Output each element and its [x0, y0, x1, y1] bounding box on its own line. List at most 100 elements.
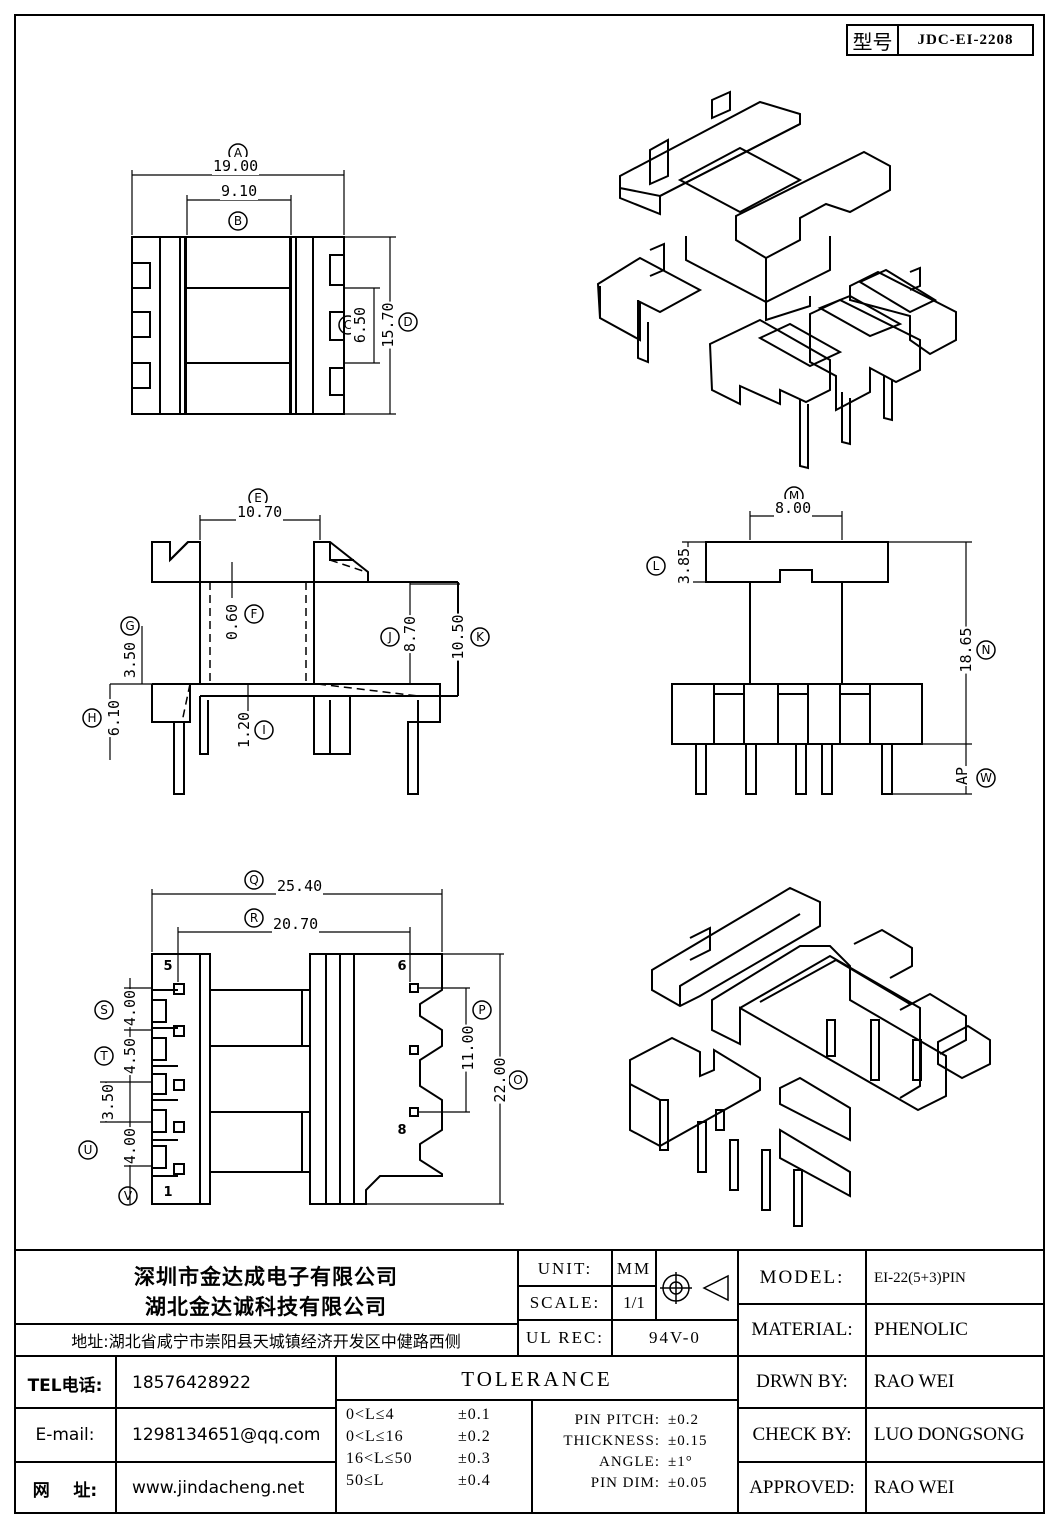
pin-number-5: 5 [163, 958, 173, 974]
unit-label: UNIT: [537, 1259, 593, 1278]
top-view [131, 236, 345, 415]
tolerance-range: 50≤L [346, 1472, 385, 1489]
dim-letter-group [78, 143, 996, 1206]
front-view [151, 541, 459, 795]
dim-value-g: 3.50 [121, 640, 139, 680]
dim-value-v: 4.00 [121, 1126, 139, 1166]
company-name-2: 湖北金达诚科技有限公司 [145, 1295, 387, 1319]
tolerance-row: 0<L≤4 ±0.1 [346, 1406, 532, 1428]
dim-value-m: 8.00 [774, 499, 813, 517]
model-number-cell: JDC-EI-2208 [897, 24, 1034, 56]
ulrec-value: 94V-0 [649, 1328, 701, 1347]
tolerance-value: ±0.3 [458, 1450, 491, 1467]
tolerance-row: 0<L≤16 ±0.2 [346, 1428, 532, 1450]
isometric-view-2 [629, 886, 991, 1227]
side-view-dims [682, 511, 972, 795]
tolerance-extra-row: THICKNESS: ±0.15 [536, 1433, 736, 1454]
tolerance-list: 0<L≤4 ±0.1 0<L≤16 ±0.2 16<L≤50 ±0.3 50≤L ±0.4 [346, 1406, 532, 1494]
tolerance-value: ±0.2 [458, 1428, 491, 1445]
dim-value-i: 1.20 [235, 710, 253, 750]
check-by-value: LUO DONGSONG [874, 1424, 1025, 1445]
tolerance-extra-label: THICKNESS: [563, 1433, 660, 1449]
tel-value: 18576428922 [132, 1373, 251, 1393]
dim-letter-n: N [981, 643, 991, 657]
dim-letter-q: Q [249, 873, 259, 887]
dim-letter-d: D [403, 315, 413, 329]
isometric-view-1 [596, 90, 957, 470]
check-by-label: CHECK BY: [752, 1424, 852, 1445]
dim-letter-l: L [652, 559, 660, 573]
pin-number-6: 6 [397, 958, 407, 974]
company-address: 地址:湖北省咸宁市崇阳县天城镇经济开发区中健路西侧 [71, 1332, 461, 1351]
drawn-by-value: RAO WEI [874, 1371, 955, 1392]
model-field-value: EI-22(5+3)PIN [874, 1269, 966, 1286]
company-name-1: 深圳市金达成电子有限公司 [134, 1265, 398, 1289]
dim-letter-u: U [83, 1143, 93, 1157]
material-label: MATERIAL: [751, 1319, 853, 1340]
dim-letter-j: J [388, 630, 392, 644]
email-value: 1298134651@qq.com [132, 1425, 321, 1445]
dim-letter-i: I [262, 723, 266, 737]
dim-letter-g: G [125, 619, 135, 633]
dim-value-c: 6.50 [351, 305, 369, 345]
dim-value-s: 4.00 [121, 988, 139, 1028]
tolerance-range: 0<L≤16 [346, 1428, 404, 1445]
tolerance-extra-value: ±0.05 [668, 1475, 708, 1491]
dim-value-f: 0.60 [223, 602, 241, 642]
tolerance-row: 50≤L ±0.4 [346, 1472, 532, 1494]
tel-label: TEL电话: [27, 1375, 103, 1396]
dim-value-o: 22.00 [491, 1056, 509, 1104]
dim-letter-f: F [250, 607, 258, 621]
tolerance-extra-label: ANGLE: [599, 1454, 660, 1470]
dim-value-t: 4.50 [121, 1036, 139, 1076]
dim-letter-r: R [249, 911, 259, 925]
tolerance-extra-label: PIN PITCH: [574, 1412, 660, 1428]
dim-letter-k: K [476, 630, 484, 644]
website-label: 网 址: [32, 1480, 98, 1501]
dim-value-r: 20.70 [272, 915, 320, 933]
tolerance-row: 16<L≤50 ±0.3 [346, 1450, 532, 1472]
dim-letter-m: M [788, 489, 800, 503]
scale-label: SCALE: [529, 1293, 601, 1312]
dim-letter-b: B [233, 214, 243, 228]
dim-letter-c: C [343, 318, 353, 332]
dim-value-b: 9.10 [220, 182, 259, 200]
tolerance-range: 0<L≤4 [346, 1406, 395, 1423]
tolerance-range: 16<L≤50 [346, 1450, 413, 1467]
email-label: E-mail: [35, 1425, 95, 1445]
tolerance-extra-value: ±0.15 [668, 1433, 708, 1449]
drawing-frame [14, 14, 1045, 1514]
dim-value-l: 3.85 [675, 546, 693, 586]
dim-letter-s: S [100, 1003, 108, 1017]
ulrec-label: UL REC: [525, 1328, 605, 1347]
dim-letter-w: W [980, 771, 992, 785]
dim-value-k: 10.50 [449, 613, 467, 661]
tolerance-value: ±0.4 [458, 1472, 491, 1489]
dim-letter-a: A [233, 146, 243, 160]
model-field-label: MODEL: [759, 1267, 845, 1288]
drawn-by-label: DRWN BY: [756, 1371, 848, 1392]
tolerance-extra-row: PIN PITCH:±0.2 [536, 1412, 736, 1433]
dim-letter-p: P [478, 1003, 486, 1017]
bottom-view [151, 953, 443, 1205]
dim-value-p: 11.00 [459, 1024, 477, 1072]
dim-letter-e: E [254, 491, 262, 505]
projection-symbol [660, 1272, 729, 1304]
title-block-grid [14, 1249, 1045, 1514]
dim-value-q: 25.40 [276, 877, 324, 895]
tolerance-extra-row: ANGLE:±1° [536, 1454, 736, 1475]
dim-letter-o: O [513, 1073, 523, 1087]
website-value: www.jindacheng.net [132, 1478, 305, 1498]
dim-letter-v: V [123, 1189, 133, 1203]
approved-label: APPROVED: [749, 1477, 855, 1498]
dim-value-w: AP [953, 765, 971, 787]
pin-number-1: 1 [163, 1184, 173, 1200]
dim-value-u: 3.50 [99, 1082, 117, 1122]
side-view [671, 541, 923, 795]
front-view-hidden [181, 559, 419, 723]
tolerance-extra-label: PIN DIM: [590, 1475, 660, 1491]
tolerance-value: ±0.1 [458, 1406, 491, 1423]
top-view-dims [131, 170, 396, 415]
unit-value: MM [616, 1259, 652, 1278]
